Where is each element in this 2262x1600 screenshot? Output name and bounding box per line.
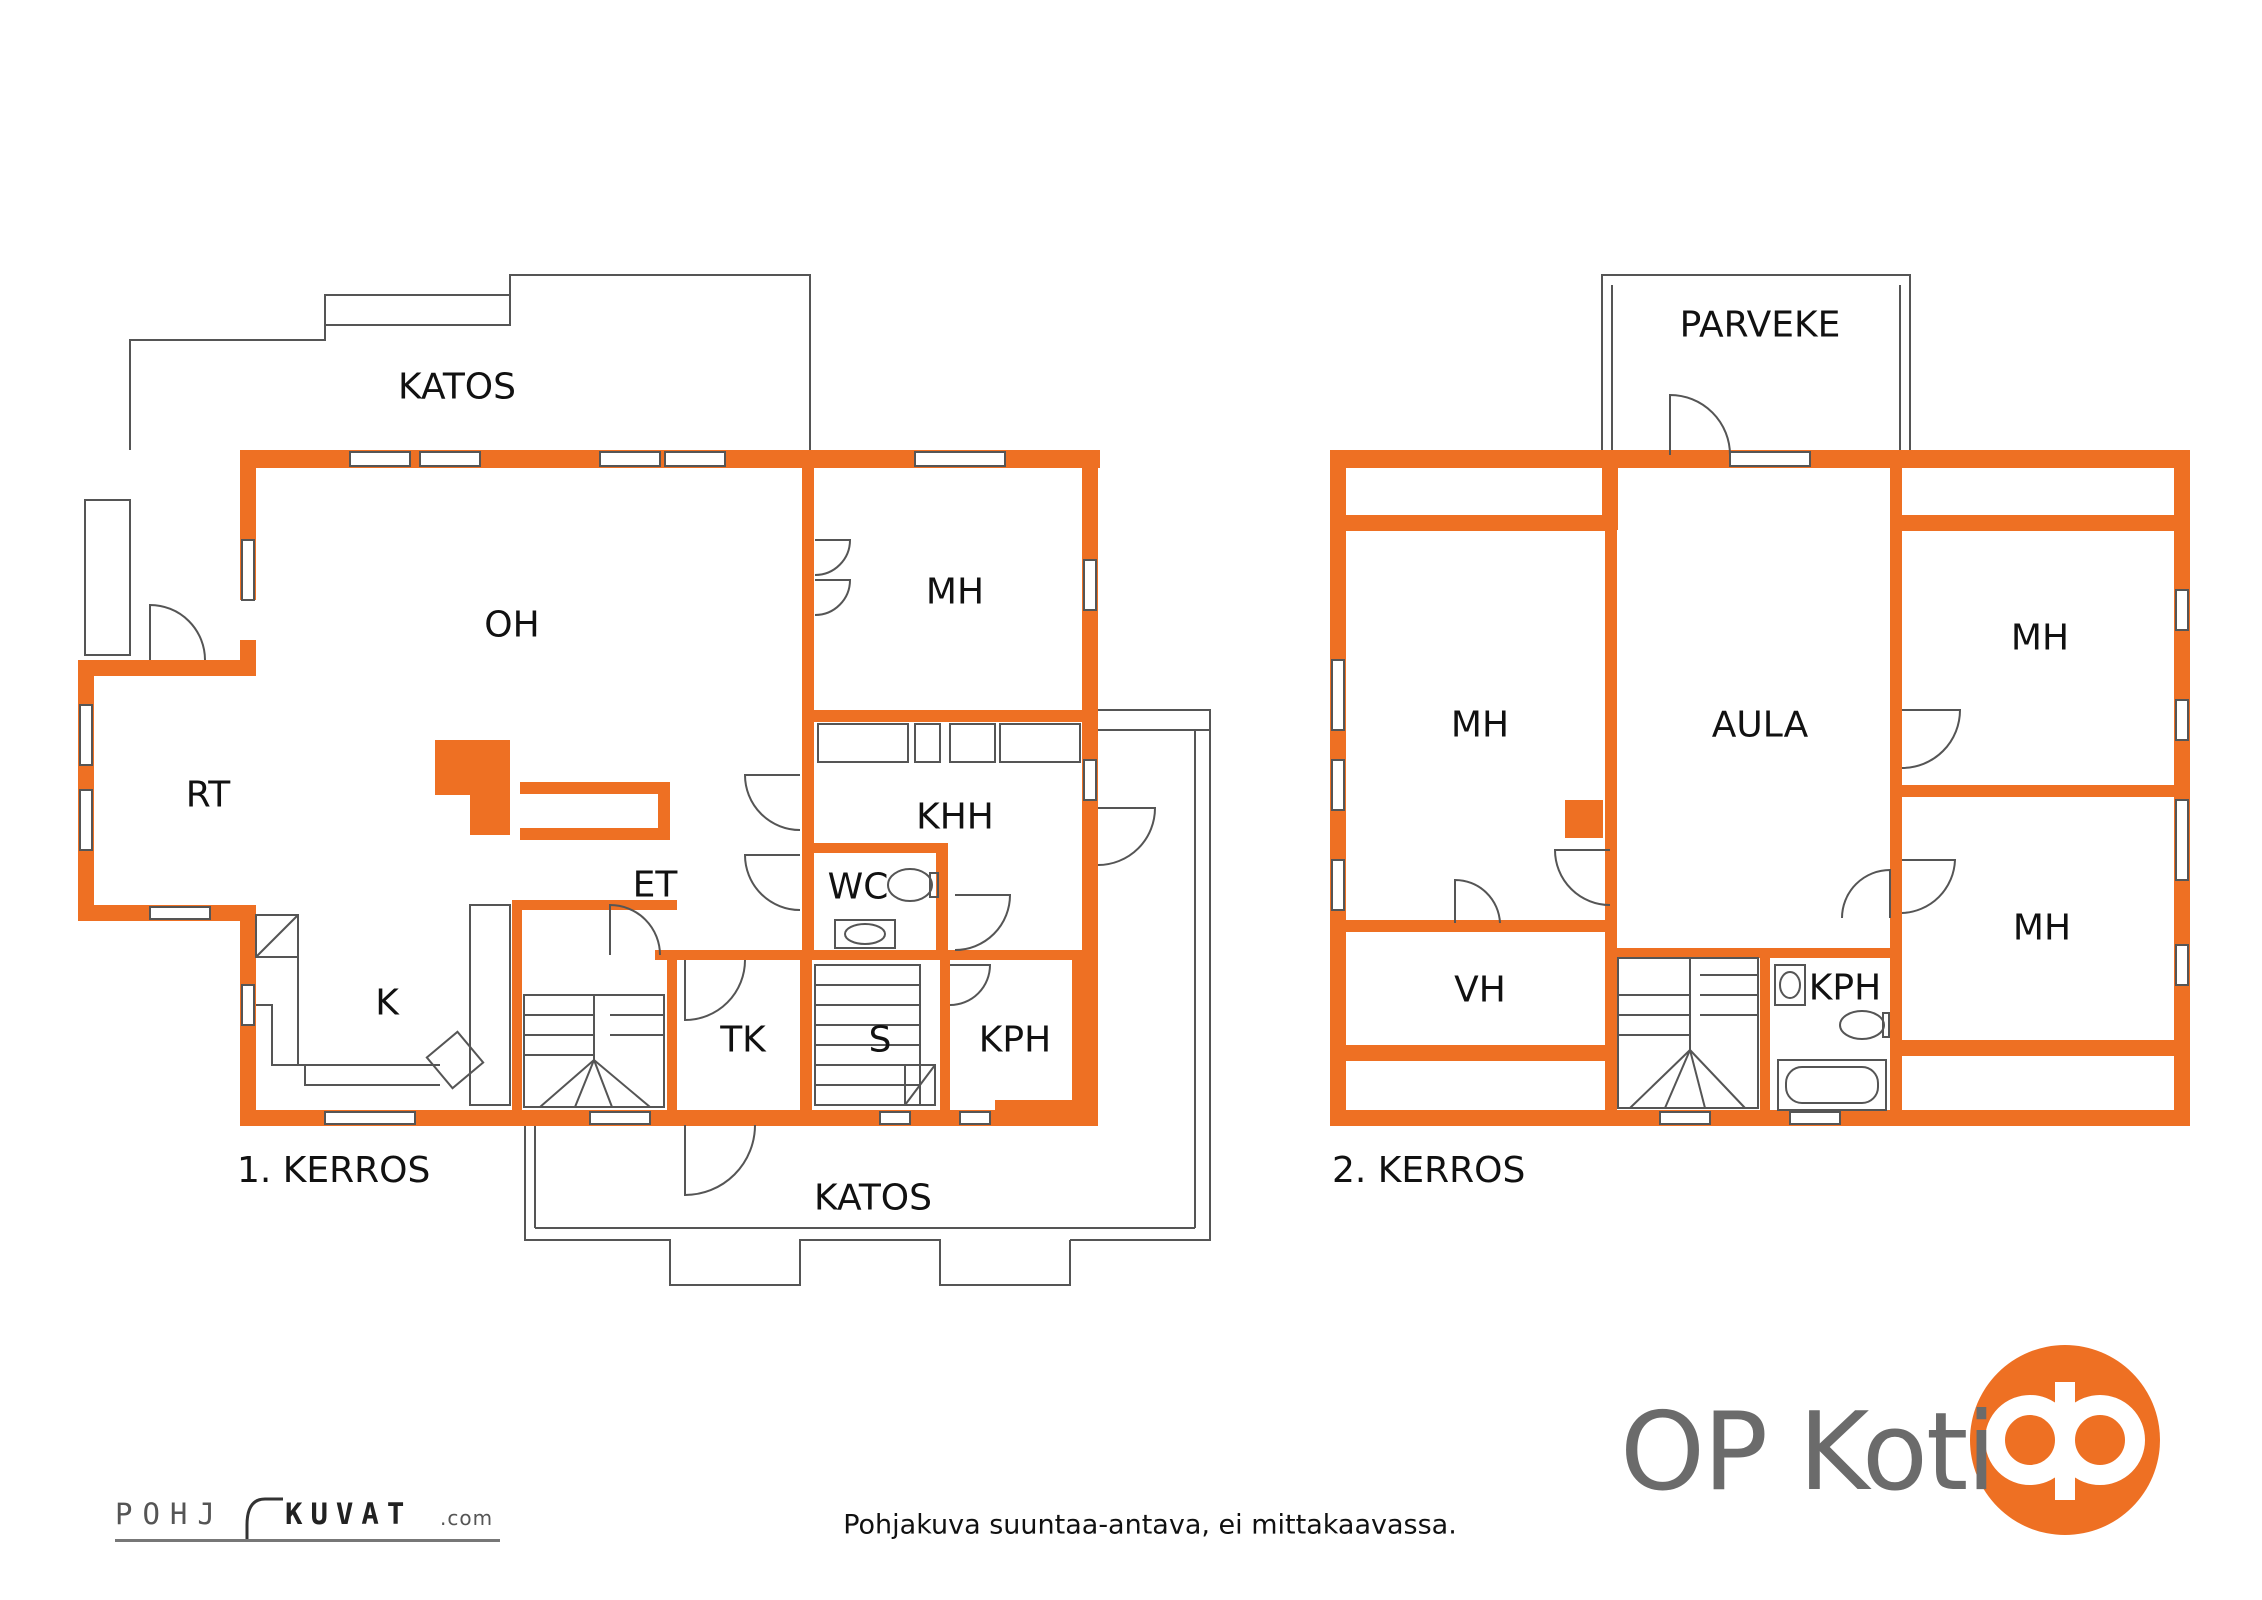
wall-f2-stair-top: [1605, 948, 1895, 958]
katos-side-step: [84, 499, 131, 656]
op-koti-wordmark: OP Koti: [1620, 1390, 1996, 1515]
floor-caption-2: 2. KERROS: [1332, 1150, 1526, 1191]
wall-f2-kph-left: [1760, 948, 1770, 1125]
room-label-et: ET: [632, 864, 678, 906]
room-label-katos-top: KATOS: [398, 366, 516, 408]
pohjakuvat-part-b: KUVAT: [285, 1497, 413, 1531]
wall-f1-center-bottom: [655, 950, 940, 960]
room-label-s: S: [868, 1019, 892, 1061]
room-label-aula: AULA: [1711, 704, 1809, 746]
room-label-mh-right-bottom: MH: [2012, 907, 2072, 949]
room-label-kph: KPH: [978, 1019, 1052, 1061]
wall-f2-vh-right: [1605, 920, 1617, 1125]
wall-f2-chimney: [1565, 800, 1603, 838]
parveke-outline: [1601, 274, 1911, 455]
wall-f1-stair-right: [667, 955, 677, 1125]
wall-f1-stair-left: [512, 900, 522, 1125]
pohjakuvat-part-c: .com: [440, 1506, 494, 1530]
wall-f2-mh-bottom: [1330, 920, 1615, 932]
room-label-mh: MH: [925, 571, 985, 613]
room-label-mh-right-top: MH: [2010, 617, 2070, 659]
wall-f1-tk-right: [800, 955, 810, 1125]
room-label-khh: KHH: [916, 796, 994, 838]
disclaimer-text: Pohjakuva suuntaa-antava, ei mittakaavas…: [843, 1509, 1457, 1541]
wall-f2-mhr-mid: [1890, 785, 2190, 797]
room-label-k: K: [375, 982, 399, 1024]
pohjakuvat-part-a: POHJ: [115, 1497, 225, 1531]
wall-f1-wc-right: [936, 843, 948, 953]
wall-f2-mh-right: [1605, 530, 1617, 930]
katos-top-step: [324, 294, 511, 326]
wall-f2-right-eave: [1890, 515, 2190, 531]
room-label-tk: TK: [720, 1019, 766, 1061]
wall-f1-kph-right: [1072, 955, 1082, 1105]
wall-f1-rt-top: [78, 660, 256, 676]
wall-f1-stair-top: [512, 900, 677, 910]
pohjakuvat-arc-icon: [245, 1497, 283, 1539]
katos-right-outline: [1070, 709, 1211, 1241]
room-label-wc: WC: [827, 866, 889, 908]
room-label-katos-bottom: KATOS: [814, 1177, 932, 1219]
room-label-kph-f2: KPH: [1808, 967, 1882, 1009]
room-label-parveke: PARVEKE: [1679, 304, 1841, 346]
wall-f2-left-eave-v: [1602, 450, 1618, 530]
wall-f2-vh-bottom: [1330, 1045, 1615, 1061]
wall-f1-mh-bottom: [802, 710, 1098, 722]
pohjakuvat-underline: [115, 1539, 500, 1542]
floor-caption-1: 1. KERROS: [237, 1150, 431, 1191]
room-label-mh-left: MH: [1450, 704, 1510, 746]
wall-f1-kph-inner: [995, 1100, 1098, 1110]
katos-top-outline: [129, 274, 811, 450]
room-label-vh: VH: [1454, 969, 1506, 1011]
room-label-rt: RT: [185, 774, 231, 816]
katos-bottom-outline: [524, 1125, 1071, 1286]
wall-f2-mhr-bottom: [1890, 1040, 2190, 1056]
op-logo-icon: [1970, 1345, 2160, 1535]
wall-f2-left-eave: [1330, 515, 1615, 531]
wall-f1-wc-top: [806, 843, 946, 853]
wall-f1-mh-left: [802, 450, 814, 960]
wall-f1-khh-bottom: [940, 950, 1098, 960]
pohjakuvat-logo: POHJ KUVAT .com: [115, 1495, 510, 1547]
room-label-oh: OH: [484, 604, 540, 646]
wall-f1-s-right: [940, 955, 950, 1125]
